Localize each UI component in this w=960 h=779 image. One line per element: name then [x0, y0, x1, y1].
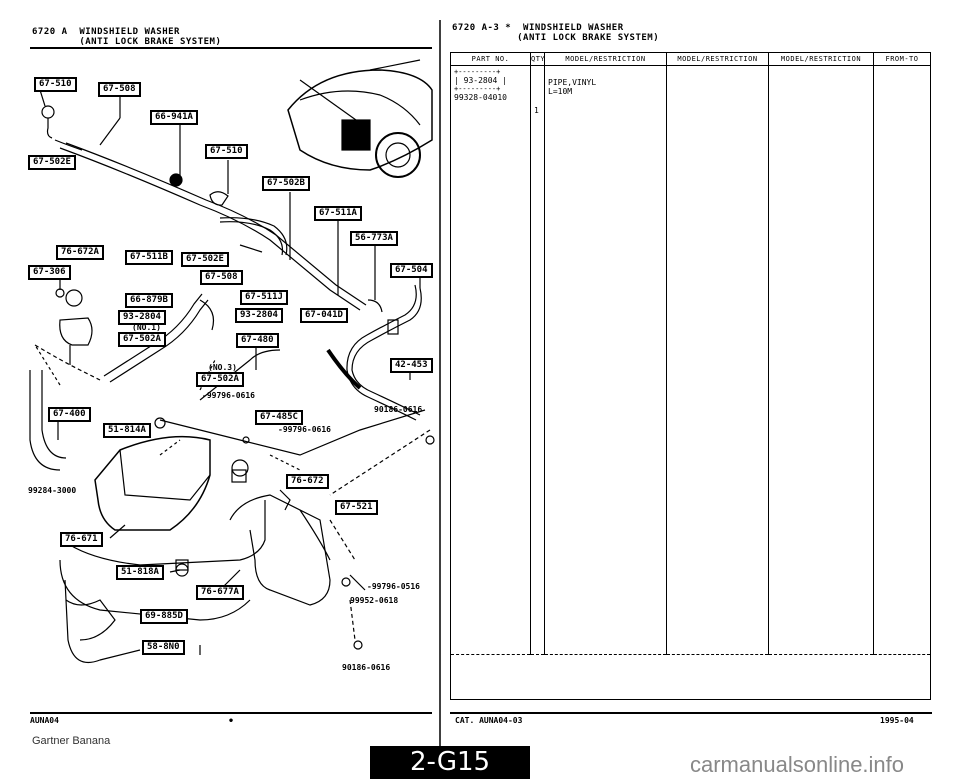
callout-76-672: 76-672 [286, 474, 329, 489]
callout-76-672A: 76-672A [56, 245, 104, 260]
table-row: +---------+ | 93-2804 | +---------+ 9932… [450, 65, 931, 655]
callout-66-879B: 66-879B [125, 293, 173, 308]
col-model-1: MODEL/RESTRICTION [544, 52, 667, 66]
callout-67-306: 67-306 [28, 265, 71, 280]
label-99796-0516: -99796-0516 [367, 582, 420, 591]
callout-51-818A: 51-818A [116, 565, 164, 580]
col-part-no: PART NO. [450, 52, 531, 66]
col-model-3: MODEL/RESTRICTION [768, 52, 874, 66]
callout-67-510-b: 67-510 [205, 144, 248, 159]
parts-table: PART NO. QTY MODEL/RESTRICTION MODEL/RES… [450, 52, 931, 701]
footer-catalog: CAT. AUNA04-03 [455, 716, 523, 725]
label-90186-0616-b: 90186-0616 [342, 663, 391, 672]
ref-border-bottom: +---------+ [454, 85, 501, 93]
callout-67-508-b: 67-508 [200, 270, 243, 285]
callout-67-511B: 67-511B [125, 250, 173, 265]
ref-part: | 93-2804 | [454, 76, 507, 85]
callout-67-502A: 67-502A [118, 332, 166, 347]
callout-67-511J: 67-511J [240, 290, 288, 305]
watermark-right: carmanualsonline.info [690, 752, 905, 777]
callout-69-885D: 69-885D [140, 609, 188, 624]
callout-67-485C: 67-485C [255, 410, 303, 425]
ref-part-number: 93-2804 [463, 76, 498, 85]
part-description: PIPE,VINYL [548, 78, 597, 87]
callout-67-504: 67-504 [390, 263, 433, 278]
callout-67-508: 67-508 [98, 82, 141, 97]
callout-67-511A: 67-511A [314, 206, 362, 221]
parts-title-line1: 6720 A-3 * WINDSHIELD WASHER [452, 23, 624, 33]
footer-bullet: • [228, 716, 235, 727]
col-model-2: MODEL/RESTRICTION [666, 52, 769, 66]
part-number: 99328-04010 [454, 93, 507, 102]
callout-67-502B: 67-502B [262, 176, 310, 191]
callout-67-502E: 67-502E [28, 155, 76, 170]
callout-67-502E-b: 67-502E [181, 252, 229, 267]
label-99952-0618: 99952-0618 [350, 596, 399, 605]
callout-56-773A: 56-773A [350, 231, 398, 246]
diagram-title-line2: (ANTI LOCK BRAKE SYSTEM) [32, 37, 222, 47]
diagram-title-line1: 6720 A WINDSHIELD WASHER [32, 27, 180, 37]
col-qty: QTY [530, 52, 545, 66]
label-99796-0616-a: -99796-0616 [202, 391, 255, 400]
callout-93-2804-b: 93-2804 [235, 308, 283, 323]
label-no3: (NO.3) [208, 363, 237, 372]
label-no1: (NO.1) [132, 323, 161, 332]
quantity: 1 [534, 106, 539, 115]
callout-58-8NO: 58-8N0 [142, 640, 185, 655]
callout-93-2804-a: 93-2804 [118, 310, 166, 325]
callout-66-941A: 66-941A [150, 110, 198, 125]
callout-76-671: 76-671 [60, 532, 103, 547]
ref-border-top: +---------+ [454, 68, 501, 76]
footer-code: AUNA04 [30, 716, 59, 725]
footer-date: 1995-04 [880, 716, 914, 725]
watermark-left: Gartner Banana [32, 735, 111, 747]
page-number-badge: 2-G15 [370, 746, 530, 779]
label-99284-3000: 99284-3000 [28, 486, 77, 495]
label-90186-0616-a: 90186-0616 [374, 405, 423, 414]
callout-67-502A-b: 67-502A [196, 372, 244, 387]
callout-76-677A: 76-677A [196, 585, 244, 600]
callout-51-814A: 51-814A [103, 423, 151, 438]
label-99796-0616-b: -99796-0616 [278, 425, 331, 434]
callout-67-510: 67-510 [34, 77, 77, 92]
callout-67-400: 67-400 [48, 407, 91, 422]
callout-67-521: 67-521 [335, 500, 378, 515]
parts-title-line2: (ANTI LOCK BRAKE SYSTEM) [452, 33, 660, 43]
callout-67-480: 67-480 [236, 333, 279, 348]
callout-42-453: 42-453 [390, 358, 433, 373]
part-spec: L=10M [548, 87, 573, 96]
callout-67-041D: 67-041D [300, 308, 348, 323]
col-from-to: FROM-TO [873, 52, 931, 66]
